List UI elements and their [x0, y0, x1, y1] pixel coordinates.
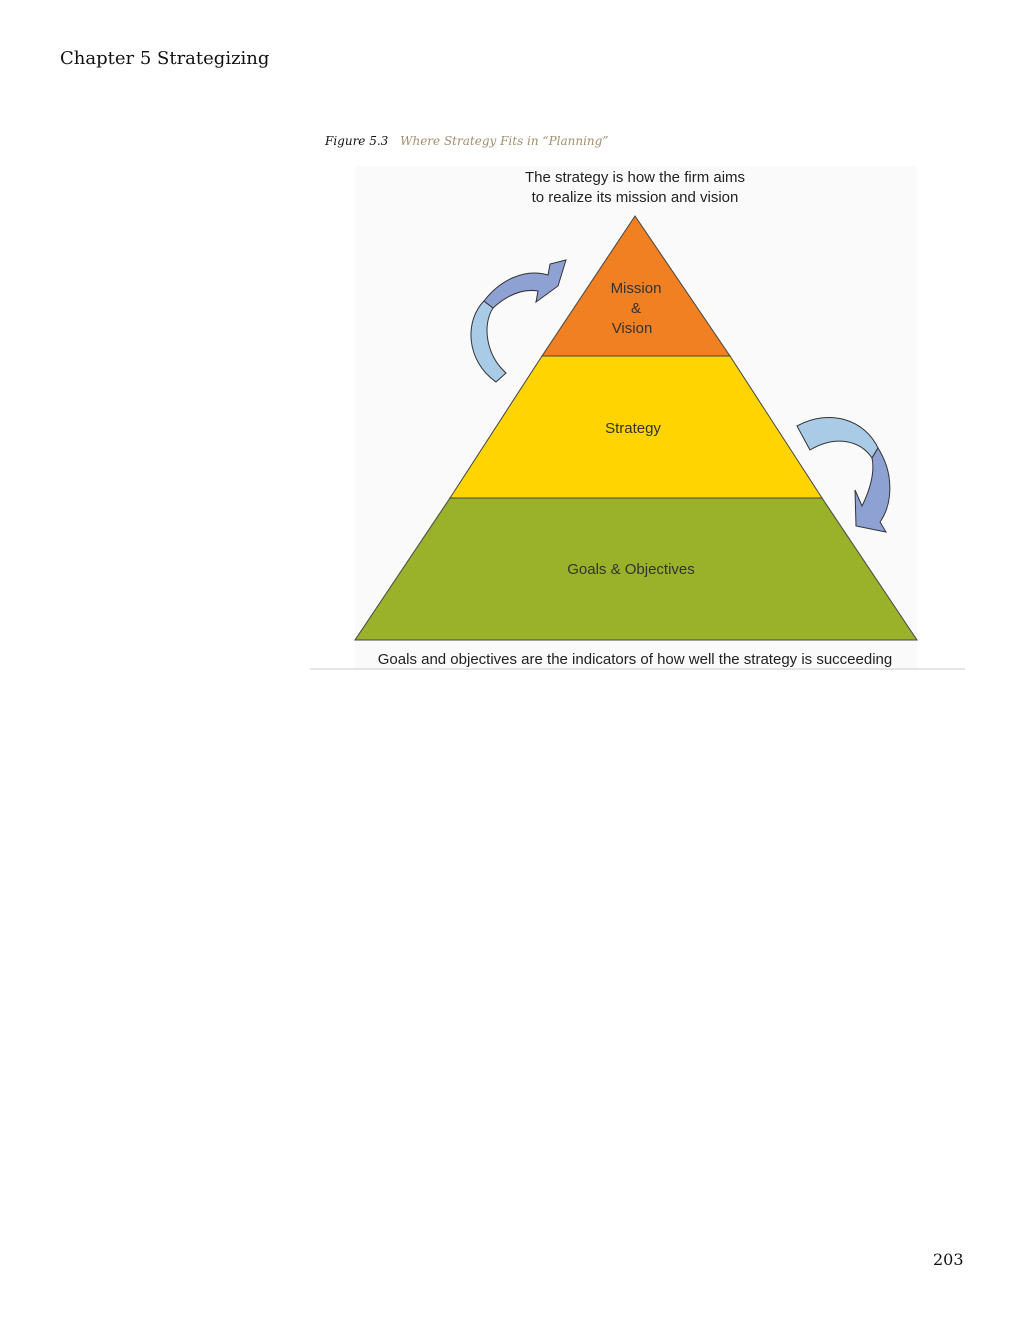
pyramid-figure: The strategy is how the firm aims to rea… [300, 160, 980, 680]
tier-mission-label-1: Mission [611, 280, 662, 297]
figure-title: Where Strategy Fits in “Planning” [400, 134, 609, 148]
top-caption-line1: The strategy is how the firm aims [525, 169, 745, 186]
running-header: Chapter 5 Strategizing [60, 48, 270, 69]
page-number: 203 [933, 1250, 964, 1269]
curved-arrow-down-icon [796, 417, 891, 533]
tier-strategy-label: Strategy [605, 420, 661, 437]
curved-arrow-up-icon [470, 259, 567, 383]
tier-mission-vision [541, 215, 731, 357]
tier-goals-label: Goals & Objectives [567, 561, 695, 578]
bottom-caption: Goals and objectives are the indicators … [378, 651, 892, 668]
top-caption-line2: to realize its mission and vision [532, 189, 739, 206]
pyramid-diagram: The strategy is how the firm aims to rea… [310, 166, 965, 670]
figure-label: Figure 5.3 [325, 134, 389, 148]
tier-mission-label-3: Vision [612, 320, 653, 337]
tier-mission-label-2: & [631, 300, 641, 317]
figure-caption: Figure 5.3 Where Strategy Fits in “Plann… [325, 134, 608, 148]
